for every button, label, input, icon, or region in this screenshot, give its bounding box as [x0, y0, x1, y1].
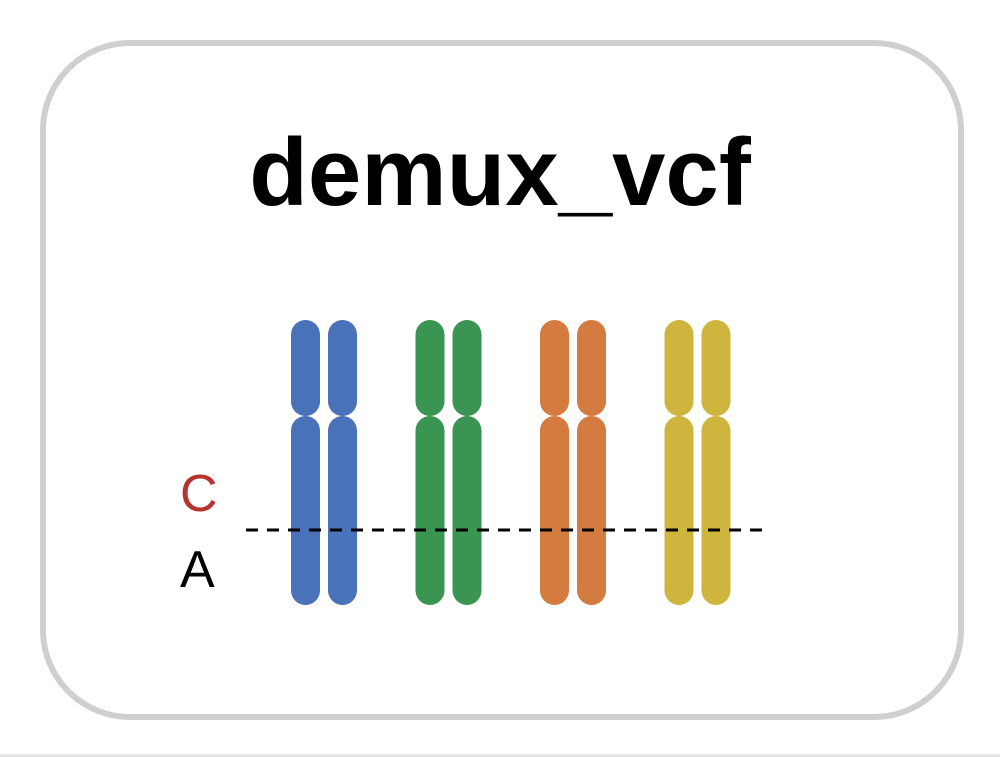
- chromatid-long-arm: [452, 416, 482, 605]
- bottom-divider: [0, 754, 1000, 757]
- chromatid-long-arm: [291, 416, 320, 605]
- chromatid-short-arm: [664, 320, 694, 416]
- chromatid-long-arm: [540, 416, 569, 605]
- chromatid-short-arm: [328, 320, 357, 416]
- chromatid-orange-2: [577, 320, 606, 605]
- ref-allele-label: A: [180, 541, 215, 599]
- chromatid-blue-1: [291, 320, 320, 605]
- chromatid-green-1: [415, 320, 445, 605]
- chromatid-long-arm: [328, 416, 357, 605]
- chromatid-long-arm: [577, 416, 606, 605]
- chromosome-pair-green: [415, 320, 482, 605]
- chromatid-short-arm: [415, 320, 445, 416]
- chromatid-short-arm: [577, 320, 606, 416]
- chromosome-pair-yellow: [664, 320, 731, 605]
- chromatid-green-2: [452, 320, 482, 605]
- chromatid-short-arm: [452, 320, 482, 416]
- chromatid-short-arm: [701, 320, 731, 416]
- chromatid-short-arm: [540, 320, 569, 416]
- chromosome-pair-orange: [540, 320, 606, 605]
- diagram-title: demux_vcf: [249, 119, 751, 226]
- alt-allele-label: C: [180, 465, 218, 523]
- chromatid-long-arm: [701, 416, 731, 605]
- chromosome-pair-blue: [291, 320, 357, 605]
- chromatid-short-arm: [291, 320, 320, 416]
- chromatid-yellow-1: [664, 320, 694, 605]
- chromatid-long-arm: [415, 416, 445, 605]
- chromatid-orange-1: [540, 320, 569, 605]
- card-frame: [40, 40, 964, 720]
- chromatid-blue-2: [328, 320, 357, 605]
- chromatid-yellow-2: [701, 320, 731, 605]
- chromatid-long-arm: [664, 416, 694, 605]
